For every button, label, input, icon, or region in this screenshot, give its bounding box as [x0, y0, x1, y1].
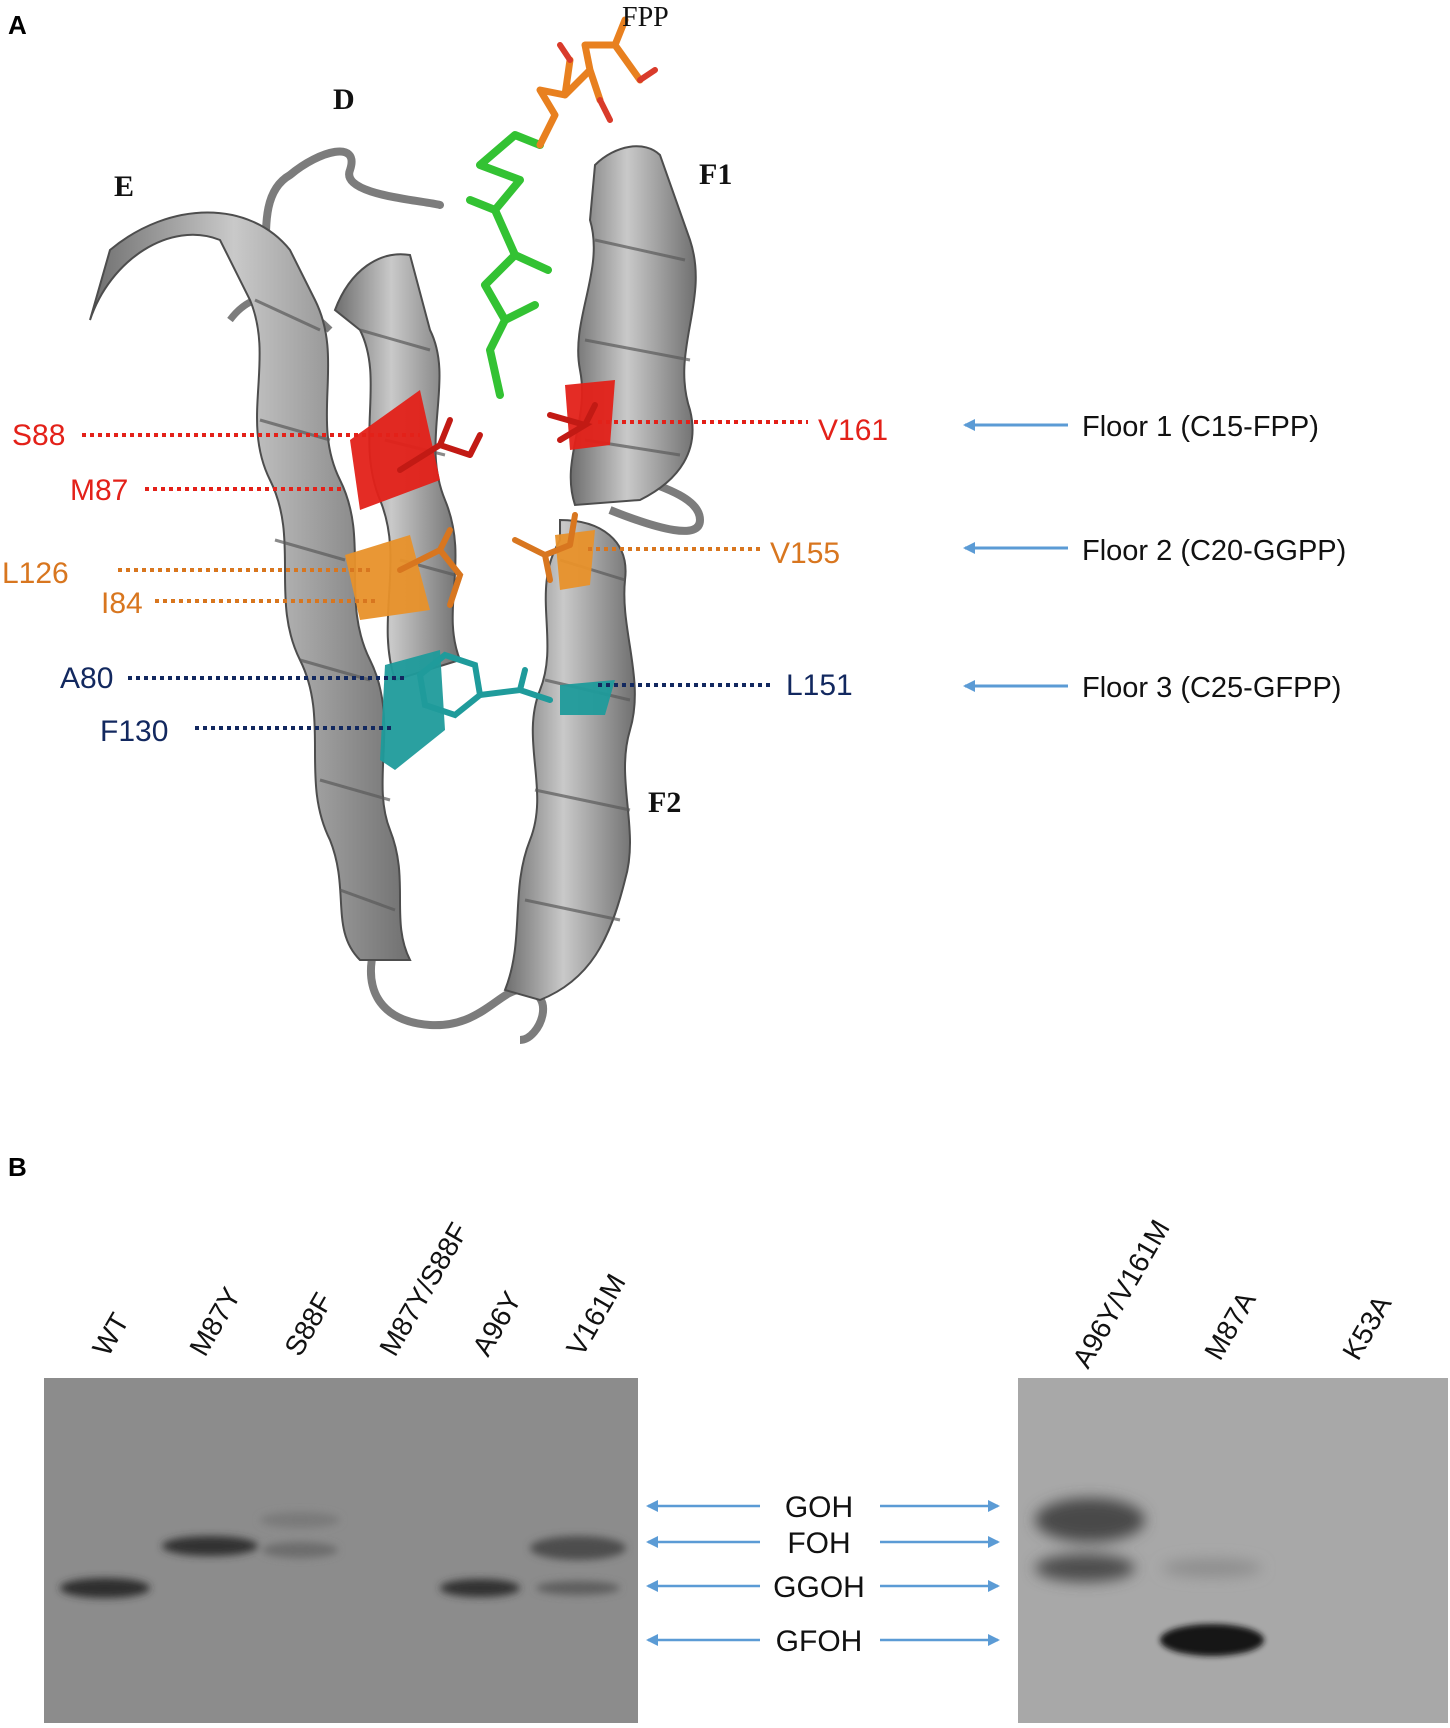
helix-f2 [503, 518, 636, 1002]
floor1-patch-left [350, 390, 440, 510]
band-label-foh: FOH [787, 1527, 850, 1560]
residue-l126-label: L126 [2, 557, 69, 590]
floor2-patch-right [555, 530, 595, 590]
residue-leader-lines [82, 420, 808, 730]
band-label-goh: GOH [785, 1491, 853, 1524]
floor3-patch-left [380, 650, 445, 770]
residue-i84-label: I84 [101, 587, 143, 620]
band-arrows [646, 1500, 1000, 1646]
lane-label-s88f: S88F [278, 1288, 338, 1361]
spot-a96y [440, 1579, 520, 1597]
spot-v161m-lower [536, 1581, 620, 1595]
floor-arrows [963, 419, 1068, 692]
floor2-patch-left [345, 535, 430, 620]
spot-m87y [162, 1536, 258, 1556]
lane-label-m87y-s88f: M87Y/S88F [373, 1217, 474, 1361]
panel-a-label: A [8, 10, 27, 40]
spot-wt [60, 1578, 150, 1598]
spot-m87a-gfoh [1160, 1624, 1264, 1656]
floor-3-label: Floor 3 (C25-GFPP) [1082, 672, 1341, 704]
lane-label-m87y: M87Y [183, 1282, 247, 1361]
spot-a96y-v161m-upper [1035, 1498, 1145, 1542]
fpp-label: FPP [622, 2, 669, 33]
lane-label-wt: WT [86, 1308, 135, 1361]
lane-label-m87a: M87A [1198, 1286, 1262, 1365]
tlc-plate-left [44, 1378, 638, 1723]
active-site-residues [345, 380, 615, 770]
lane-label-v161m: V161M [560, 1269, 631, 1361]
band-label-gfoh: GFOH [776, 1625, 863, 1658]
residue-s88-label: S88 [12, 419, 65, 452]
residue-v155-label: V155 [770, 537, 840, 570]
helix-e [89, 211, 412, 961]
lane-label-k53a: K53A [1336, 1290, 1397, 1365]
spot-s88f-lower [262, 1542, 338, 1558]
lane-label-a96y: A96Y [466, 1286, 527, 1361]
residue-a80-label: A80 [60, 662, 113, 695]
tlc-plate-right [1018, 1378, 1448, 1723]
spot-s88f-upper [260, 1512, 340, 1528]
residue-v161-label: V161 [818, 414, 888, 447]
floor-1-label: Floor 1 (C15-FPP) [1082, 411, 1319, 443]
helix-f2-label: F2 [648, 786, 681, 819]
helix-f1-label: F1 [699, 158, 732, 191]
helix-f1 [569, 145, 697, 507]
spot-v161m-upper [530, 1536, 626, 1560]
spot-a96y-v161m-lower [1035, 1554, 1135, 1582]
floor3-patch-right [560, 680, 615, 715]
bottom-loop [367, 912, 547, 1044]
spot-m87a-foh [1162, 1559, 1262, 1577]
band-label-ggoh: GGOH [773, 1571, 865, 1604]
lane-label-a96y-v161m: A96Y/V161M [1066, 1215, 1175, 1373]
floor-2-label: Floor 2 (C20-GGPP) [1082, 535, 1346, 567]
residue-m87-label: M87 [70, 474, 128, 507]
helix-e-label: E [114, 170, 134, 203]
fpp-ligand [466, 16, 658, 399]
panel-b-label: B [8, 1152, 27, 1182]
residue-l151-label: L151 [786, 669, 853, 702]
residue-f130-label: F130 [100, 715, 168, 748]
helix-d-label: D [333, 83, 355, 116]
